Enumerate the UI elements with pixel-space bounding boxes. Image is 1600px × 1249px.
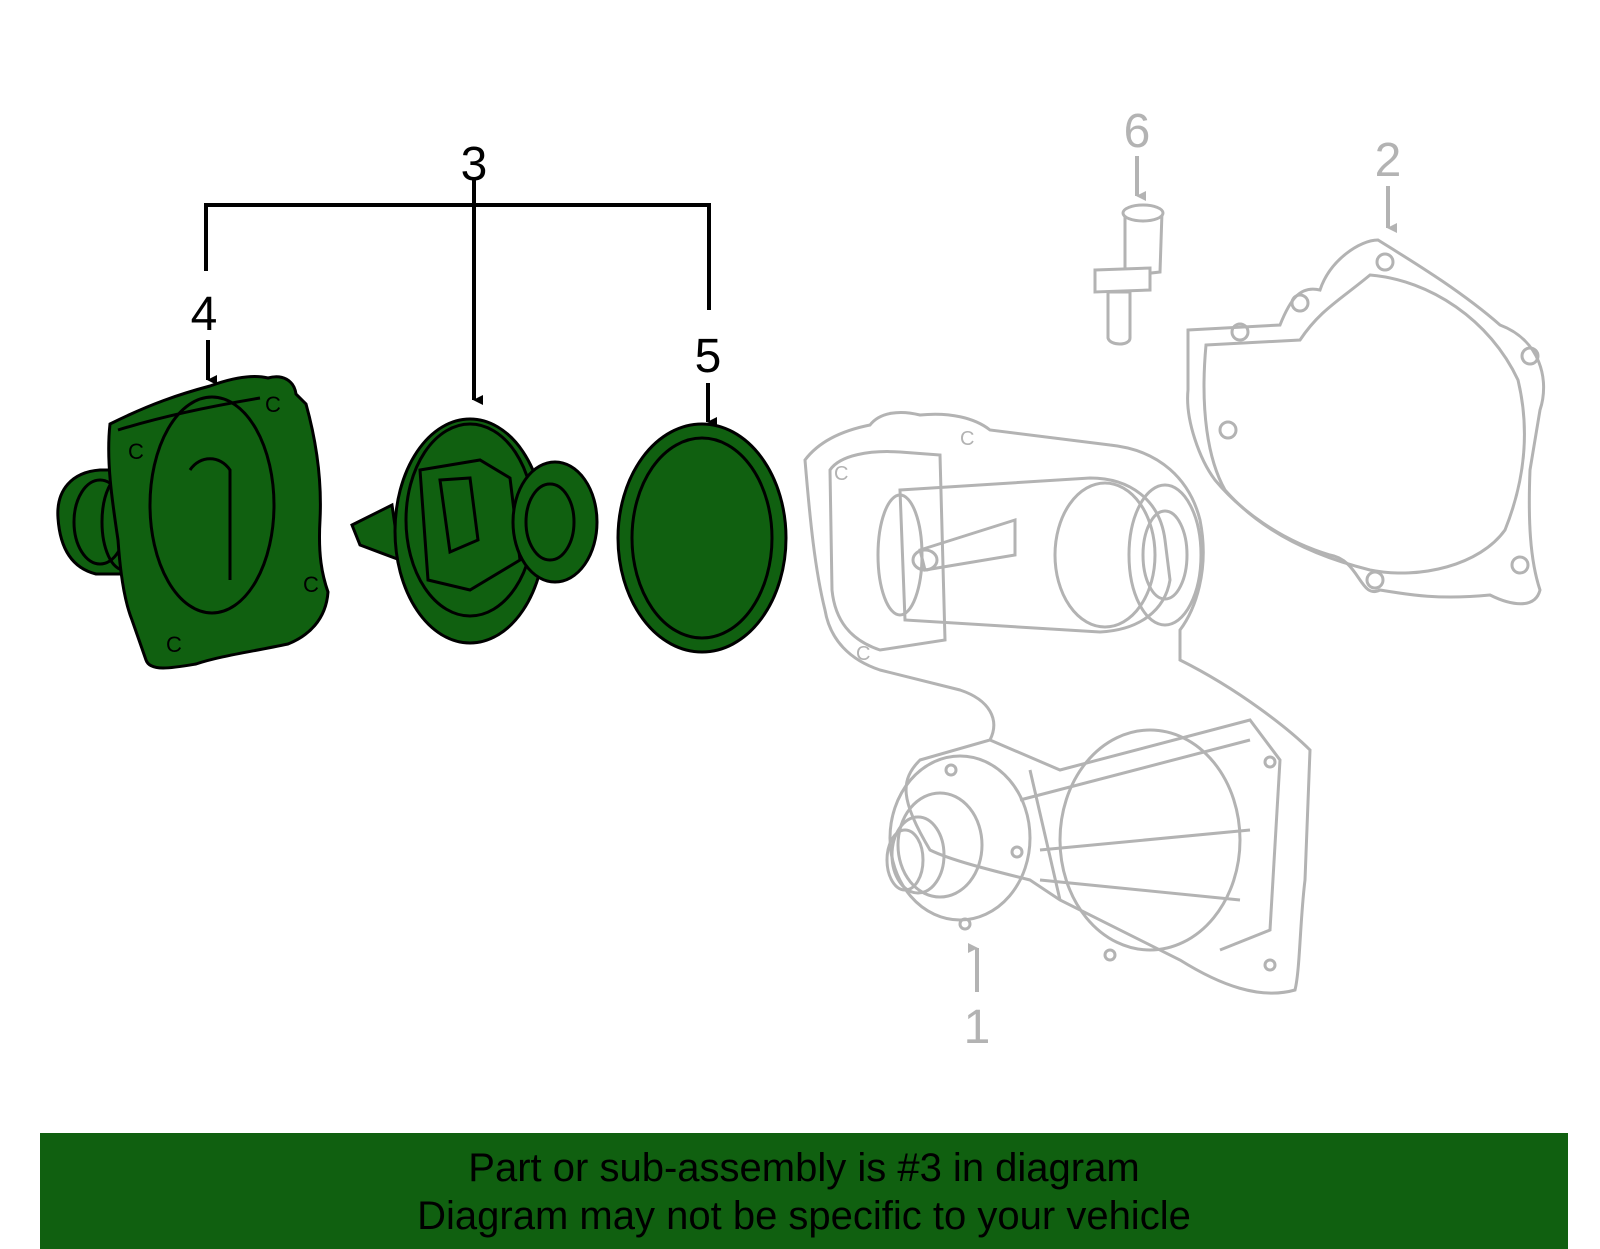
callout-3-bracket — [204, 180, 711, 405]
part-1-water-pump: C C C — [803, 411, 1312, 995]
banner-line-2: Diagram may not be specific to your vehi… — [417, 1194, 1191, 1238]
part-6-sensor — [1093, 203, 1165, 346]
callout-1: 1 — [964, 1001, 991, 1054]
part-3-thermostat — [350, 417, 599, 645]
callout-2: 2 — [1375, 134, 1402, 187]
callout-3: 3 — [461, 138, 488, 191]
banner-line-1: Part or sub-assembly is #3 in diagram — [468, 1146, 1140, 1190]
svg-text:C: C — [960, 428, 974, 450]
svg-text:C: C — [265, 392, 281, 417]
svg-text:C: C — [834, 463, 848, 485]
info-banner: Part or sub-assembly is #3 in diagram Di… — [40, 1133, 1568, 1249]
callout-6: 6 — [1124, 105, 1151, 158]
svg-text:C: C — [166, 632, 182, 657]
part-5-seal-ring — [616, 422, 788, 654]
part-4-thermostat-housing: C C C C — [56, 374, 330, 670]
callout-4: 4 — [191, 288, 218, 341]
svg-text:C: C — [856, 643, 870, 665]
svg-text:C: C — [128, 439, 144, 464]
callout-5: 5 — [695, 330, 722, 383]
svg-text:C: C — [303, 572, 319, 597]
part-2-gasket — [1186, 238, 1546, 606]
